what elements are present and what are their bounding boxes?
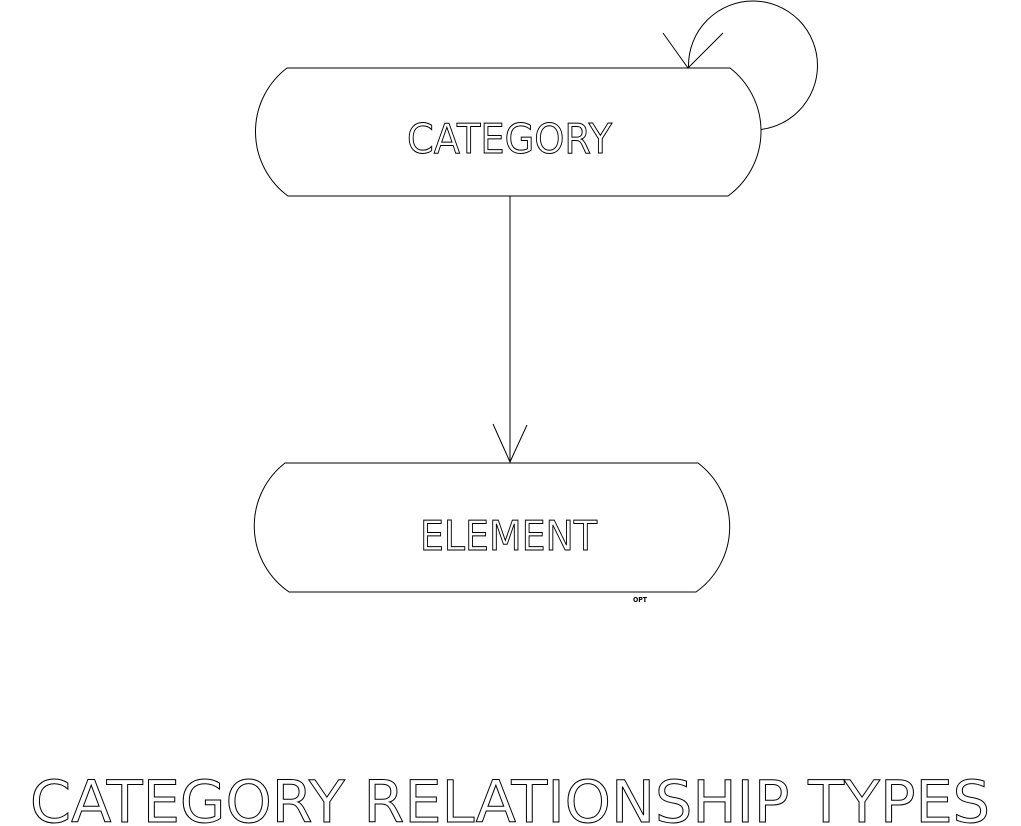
- self-loop-arrowhead: [662, 32, 724, 69]
- node-category-label: CATEGORY: [407, 115, 613, 163]
- node-element-label: ELEMENT: [420, 512, 598, 560]
- edge-category-element-arrowhead: [492, 423, 528, 464]
- edge-annotation: OPT: [633, 596, 647, 604]
- node-category-shape: [254, 67, 762, 197]
- node-element-shape: [253, 462, 731, 593]
- diagram-title: CATEGORY RELATIONSHIP TYPES: [30, 768, 990, 826]
- diagram-layer: CATEGORY ELEMENT OPT CATEGORY RELATIONSH…: [30, 0, 991, 826]
